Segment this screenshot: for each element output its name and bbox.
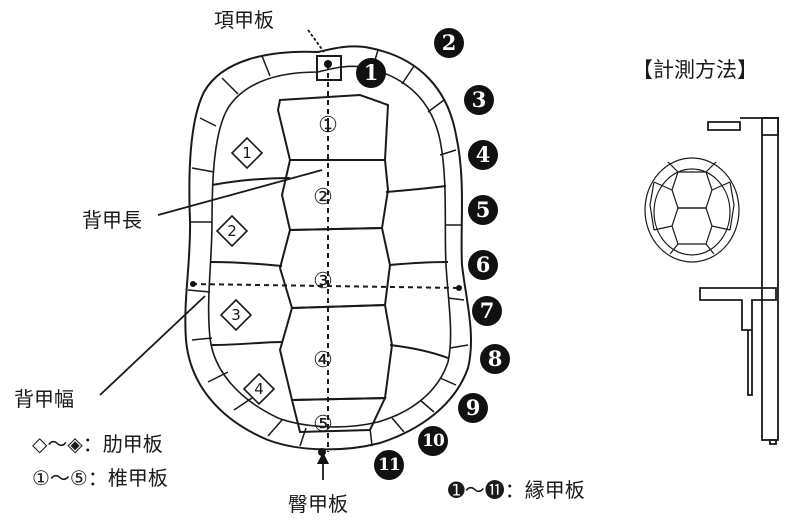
marginal-marker-7: 7 [472,296,502,326]
marginal-marker-11: 11 [374,450,404,480]
legend-marginal: ➊〜⓫：縁甲板 [448,474,585,503]
costal-diamond-2 [215,214,249,248]
vertebral-number-4: ④ [313,348,333,373]
legend-marginal-text: 縁甲板 [524,478,585,502]
marginal-marker-10: 10 [418,426,448,456]
marginal-marker-5: 5 [468,195,498,225]
costal-diamond-3 [219,298,253,332]
legend-costal: ◇〜◈：肋甲板 [32,428,163,457]
legend-costal-symbol: ◇〜◈ [32,432,83,456]
marginal-marker-2: 2 [434,28,464,58]
marginal-marker-9: 9 [458,393,488,423]
marginal-marker-6: 6 [468,250,498,280]
pygal-label: 臀甲板 [288,492,348,516]
width-endpoint-right [456,285,462,291]
legend-vertebral-separator: ： [87,466,108,490]
carapace-length-leader [157,169,323,216]
width-endpoint-left [190,281,196,287]
costal-divider-left-1 [211,177,291,186]
legend-costal-text: 肋甲板 [102,432,163,456]
turtle-shell-icon [644,157,740,263]
marginal-inner-edge [207,65,452,428]
measurement-method-title: 【計測方法】 [632,58,758,82]
costal-diamond-4 [242,372,276,406]
vertebral-number-1: ① [318,113,338,138]
costal-number-4: 4 [254,380,264,398]
costal-divider-left-2 [209,261,283,267]
caliper-icon [699,117,779,445]
pygal-arrow-head [317,452,329,464]
costal-divider-right-3 [389,344,449,359]
costal-number-3: 3 [231,306,241,324]
legend-vertebral-text: 椎甲板 [107,466,168,490]
costal-divider-left-3 [211,341,283,346]
vertebral-number-3: ③ [313,269,333,294]
marginal-marker-3: 3 [464,85,494,115]
costal-number-1: 1 [242,144,252,162]
nuchal-label: 項甲板 [214,8,274,32]
costal-divider-right-2 [389,261,449,266]
marginal-marker-8: 8 [480,344,510,374]
nuchal-leader [307,29,325,53]
vertebral-number-5: ⑤ [313,412,333,437]
costal-diamond-1 [230,136,264,170]
nuchal-scute [316,55,342,81]
carapace-width-leader [99,295,206,396]
costal-divider-right-1 [385,185,447,193]
marginal-dividers [187,49,469,447]
length-endpoint-top [324,60,332,68]
legend-vertebral-symbol: ①〜⑤ [32,466,88,490]
legend-costal-separator: ： [82,432,103,456]
carapace-width-label: 背甲幅 [14,387,74,411]
vertebral-number-2: ② [313,185,333,210]
legend-vertebral: ①〜⑤：椎甲板 [32,462,168,491]
costal-number-2: 2 [227,222,237,240]
carapace-length-label: 背甲長 [82,208,142,232]
legend-marginal-symbol: ➊〜⓫ [448,478,505,502]
marginal-marker-1: 1 [356,58,386,88]
carapace-outline [184,45,473,451]
legend-marginal-separator: ： [504,478,525,502]
marginal-marker-4: 4 [468,140,498,170]
